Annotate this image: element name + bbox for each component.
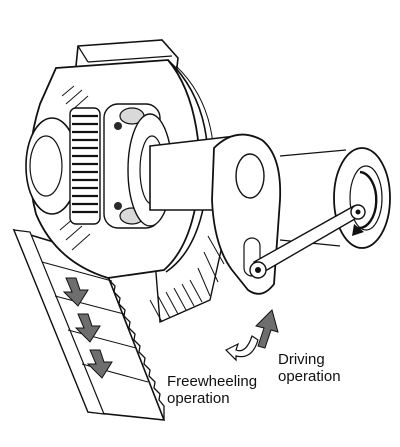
rear-disc [279, 147, 391, 249]
driving-label-line2: operation [278, 368, 341, 385]
sprag-ring [69, 107, 101, 225]
driving-label-line1: Driving [278, 351, 325, 368]
link-rod [249, 204, 366, 279]
freewheeling-label-line1: Freewheeling [167, 373, 258, 390]
belt-direction-arrows [62, 277, 113, 379]
freewheeling-arrow [224, 335, 259, 362]
freewheeling-operation-label: Freewheeling operation [167, 373, 257, 407]
freewheeling-label-line2: operation [167, 390, 230, 407]
driving-operation-label: Driving operation [278, 351, 341, 385]
belt-teeth [99, 255, 165, 420]
torque-arm [211, 133, 282, 295]
driving-arrow [255, 309, 279, 349]
